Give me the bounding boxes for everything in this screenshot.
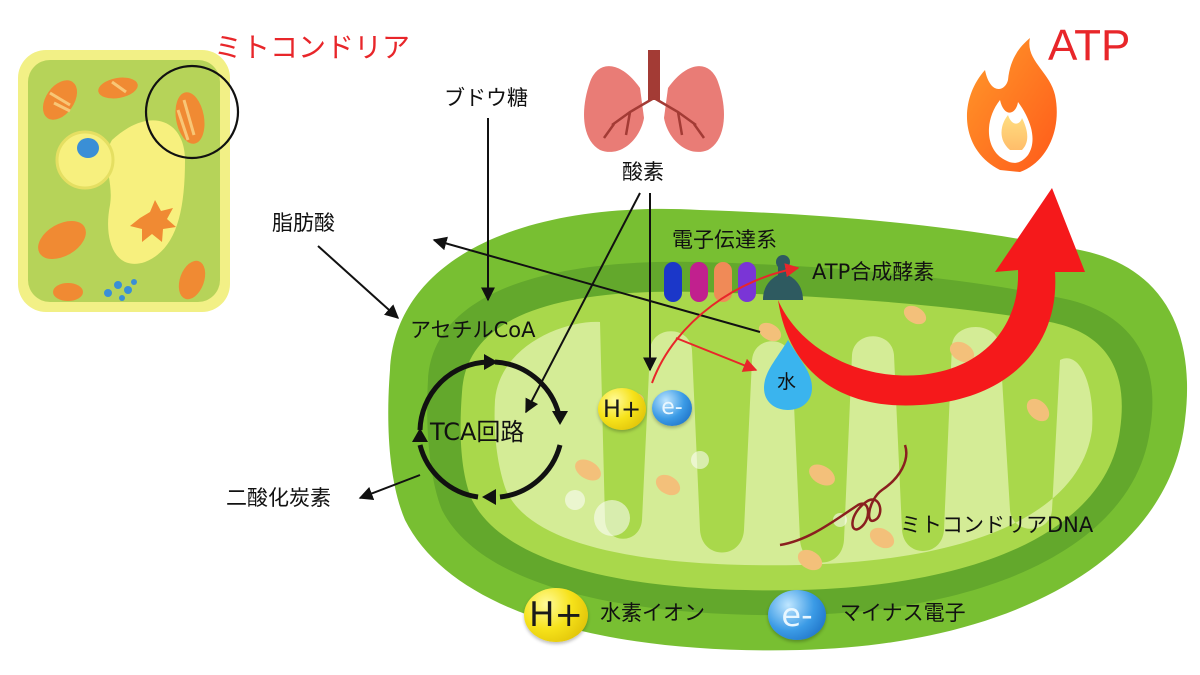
mito-dna-label: ミトコンドリアDNA — [900, 513, 1094, 537]
legend-electron-label: マイナス電子 — [840, 601, 966, 625]
glucose-label: ブドウ糖 — [444, 86, 528, 110]
fatty-acid-label: 脂肪酸 — [272, 211, 335, 235]
atp-title: ATP — [1048, 21, 1131, 70]
water-drop-icon — [764, 340, 812, 410]
legend-h-ion-icon: H+ — [524, 588, 588, 642]
electron-transport-label: 電子伝達系 — [672, 228, 777, 252]
electron-icon: e- — [652, 390, 692, 426]
mitochondrion-body — [388, 208, 1188, 651]
carbon-dioxide-label: 二酸化炭素 — [226, 486, 331, 510]
pathway-arrows — [317, 118, 761, 501]
water-label: 水 — [777, 371, 797, 393]
h-ion-icon: H+ — [598, 388, 646, 430]
flame-icon — [966, 38, 1057, 172]
legend-h-ion-label: 水素イオン — [600, 601, 705, 625]
oxygen-label: 酸素 — [622, 160, 664, 184]
legend-electron-icon: e- — [768, 590, 826, 640]
tca-cycle-arrowheads — [412, 354, 568, 505]
tca-cycle-icon — [417, 359, 563, 500]
dna-strand-icon — [779, 444, 908, 547]
electron-flow-arrows — [651, 263, 800, 384]
electron-transport-chain-icon — [664, 262, 756, 302]
atp-output-arrow — [778, 188, 1085, 406]
mitochondria-title: ミトコンドリア — [214, 31, 411, 64]
atp-synthase-label: ATP合成酵素 — [812, 260, 935, 284]
plant-cell-icon — [18, 50, 240, 312]
lungs-icon — [584, 50, 724, 152]
tca-cycle-label: TCA回路 — [430, 418, 525, 446]
acetyl-coa-label: アセチルCoA — [410, 318, 536, 342]
